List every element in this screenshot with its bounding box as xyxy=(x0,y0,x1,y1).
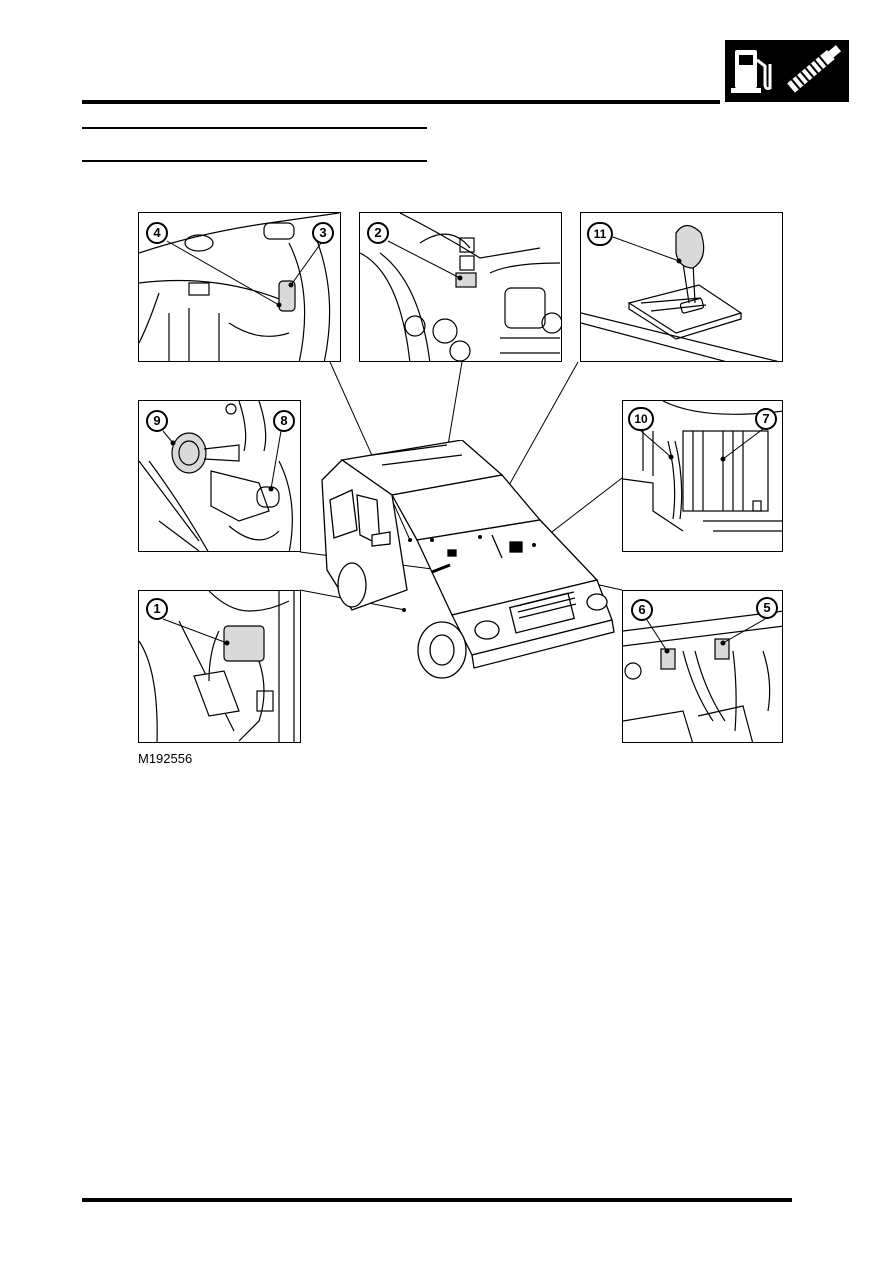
callout-6: 6 xyxy=(631,599,653,621)
detail-panel-steering-switches: 4 3 xyxy=(138,212,341,362)
detail-panel-engine-actuator: 9 8 xyxy=(138,400,301,552)
callout-2: 2 xyxy=(367,222,389,244)
callout-9: 9 xyxy=(146,410,168,432)
figure-id: M192556 xyxy=(138,751,193,766)
fuel-pump-and-exhaust-icon xyxy=(725,40,849,102)
title-underline-2 xyxy=(82,160,427,162)
vehicle-illustration xyxy=(321,440,615,679)
callout-7: 7 xyxy=(755,408,777,430)
callout-4: 4 xyxy=(146,222,168,244)
detail-panel-pedal-switches: 6 5 xyxy=(622,590,783,743)
callout-8: 8 xyxy=(273,410,295,432)
callout-5: 5 xyxy=(756,597,778,619)
callout-11: 11 xyxy=(587,222,613,246)
detail-panel-dashboard-switch: 2 xyxy=(359,212,562,362)
callout-10: 10 xyxy=(628,407,654,431)
title-underline-1 xyxy=(82,127,427,129)
detail-panel-control-module: 10 7 xyxy=(622,400,783,552)
detail-panel-accelerator-pedal: 1 xyxy=(138,590,301,743)
footer-rule xyxy=(82,1198,792,1202)
detail-panel-gear-selector: 11 xyxy=(580,212,783,362)
callout-3: 3 xyxy=(312,222,334,244)
callout-1: 1 xyxy=(146,598,168,620)
header-rule-top xyxy=(82,100,720,104)
